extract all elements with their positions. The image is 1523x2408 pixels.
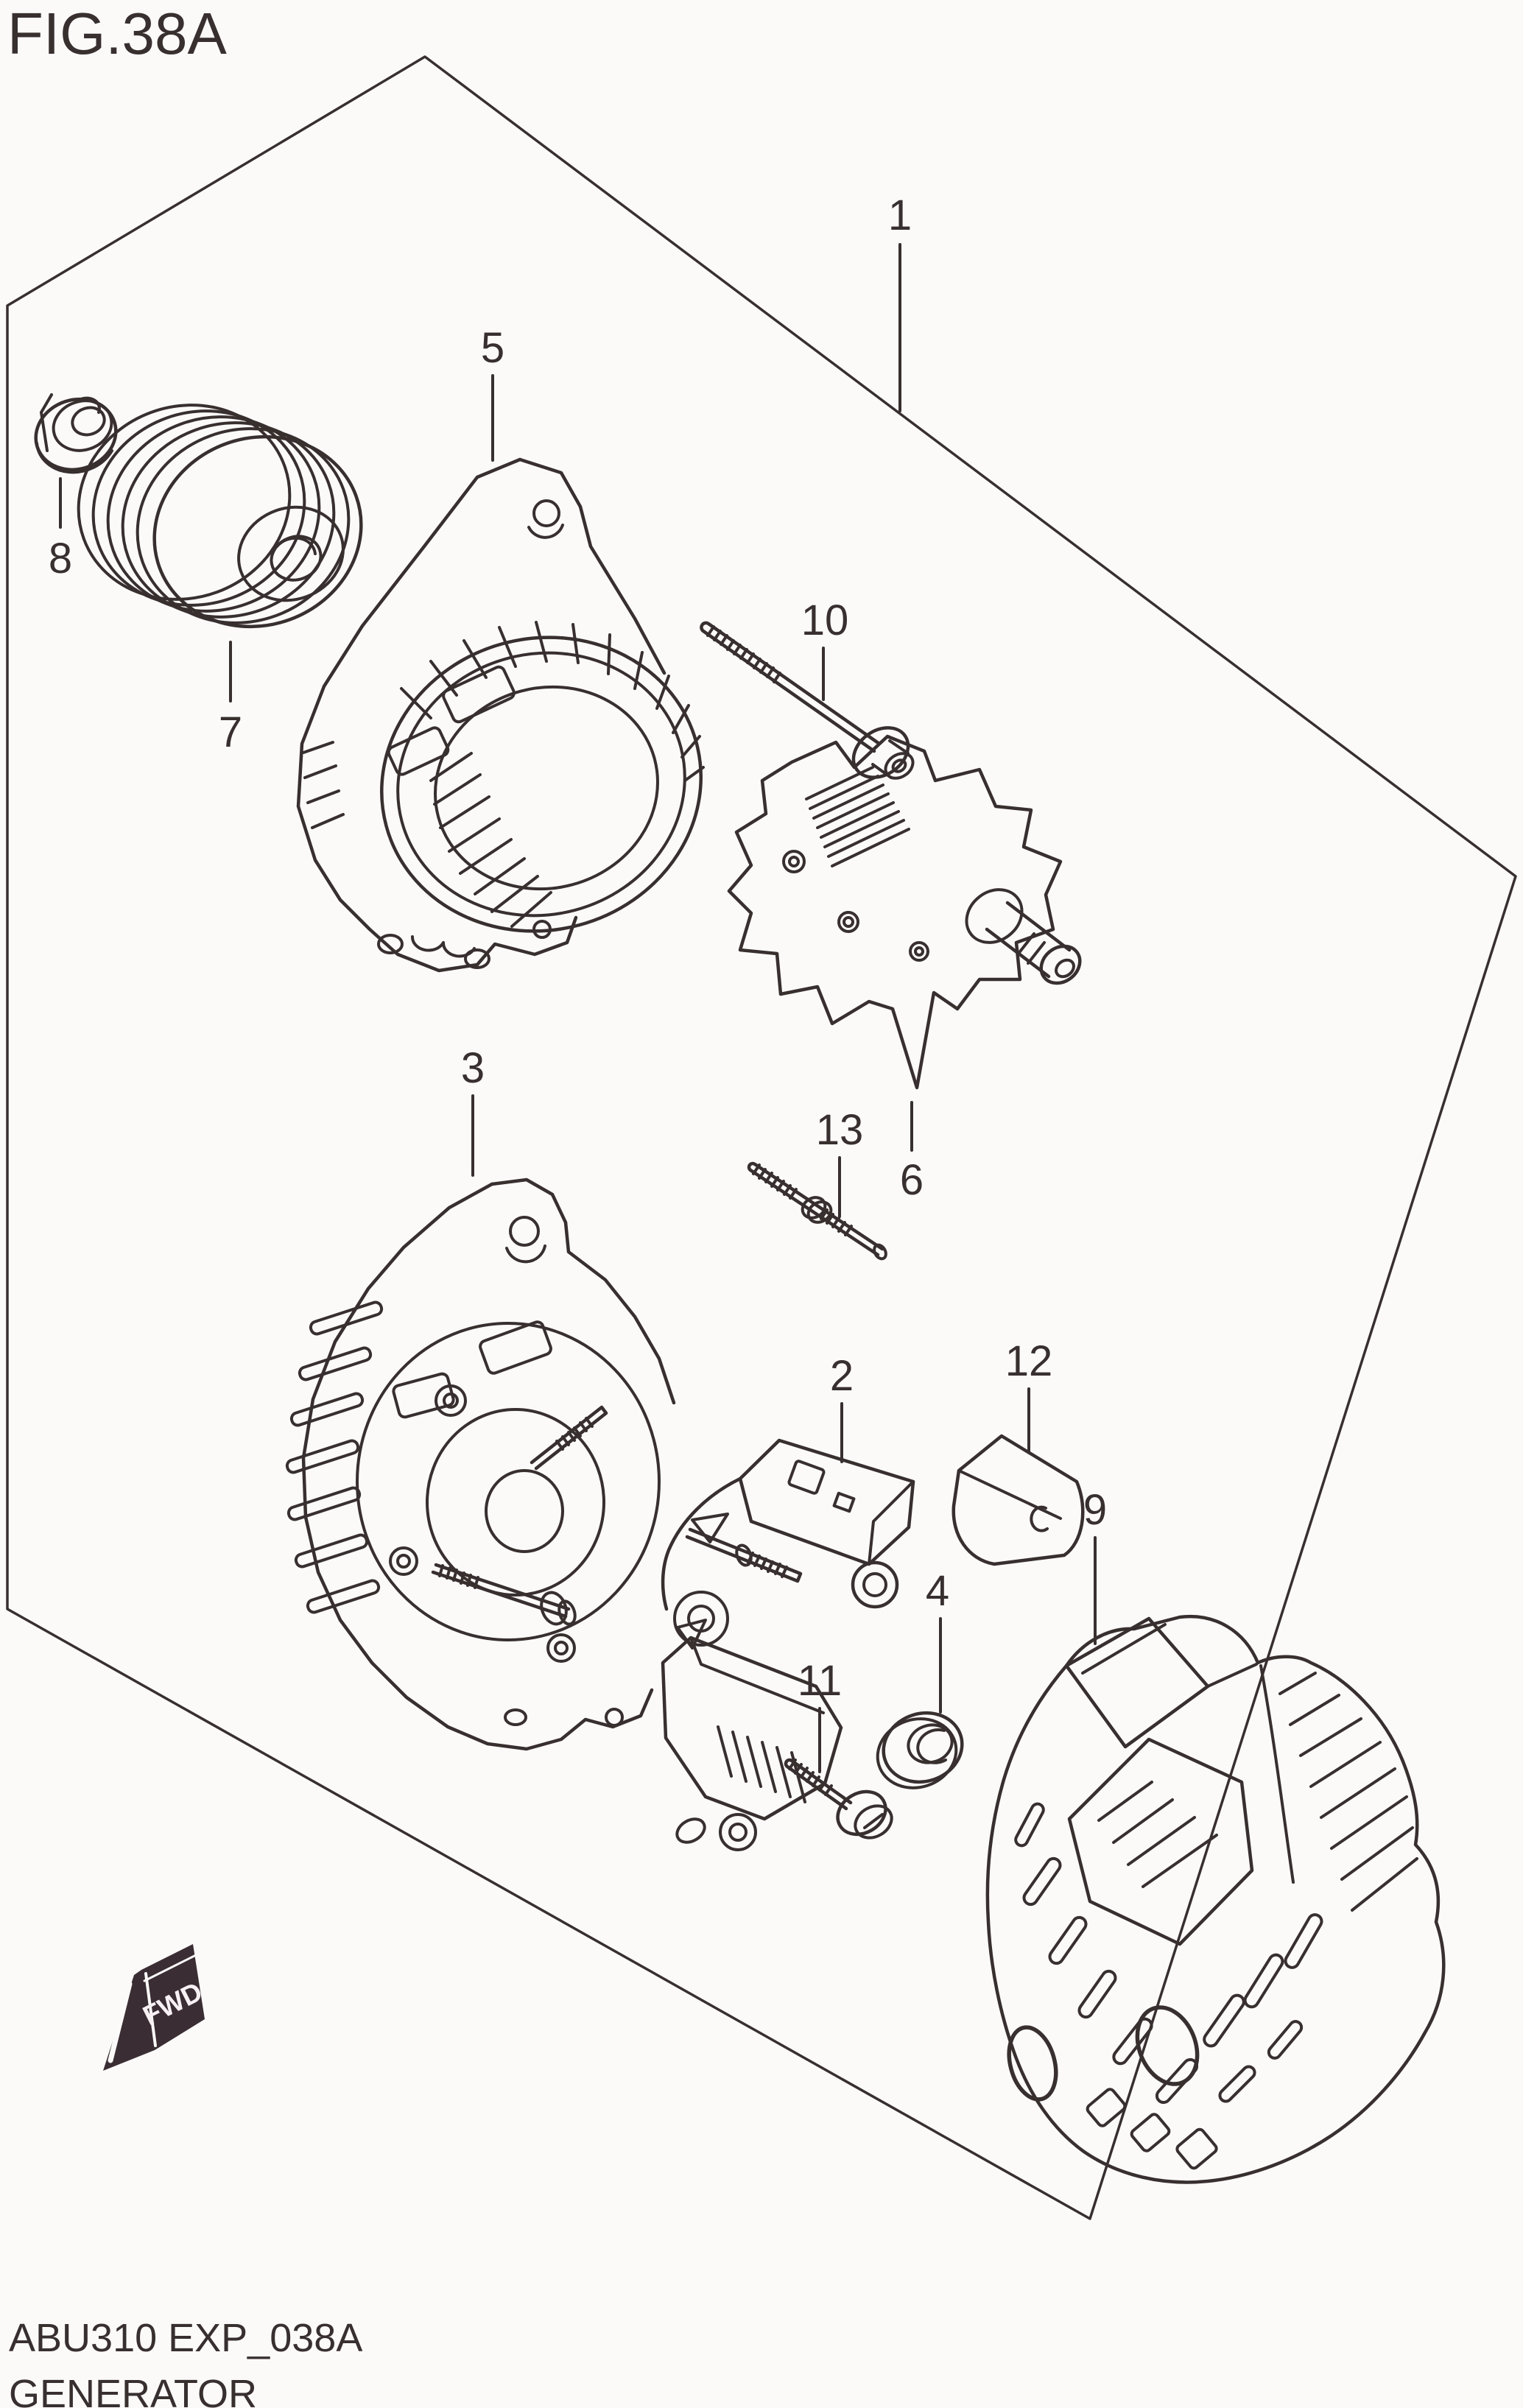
callout-11: 11	[798, 1657, 842, 1773]
callout-label-3: 3	[461, 1044, 485, 1092]
callout-label-7: 7	[219, 708, 242, 756]
part-drawing-cap	[952, 1434, 1085, 1566]
callout-label-8: 8	[49, 535, 72, 582]
part-drawing-rear-bracket	[285, 1177, 803, 1751]
callout-label-10: 10	[801, 596, 849, 644]
callout-4: 4	[926, 1567, 949, 1714]
callout-9: 9	[1083, 1486, 1107, 1645]
figure-name: GENERATOR	[9, 2372, 258, 2408]
callout-5: 5	[481, 324, 504, 462]
part-drawing-nut	[34, 393, 118, 474]
figure-code: ABU310 EXP_038A	[9, 2316, 363, 2360]
part-drawing-pulley	[77, 404, 363, 629]
figure-title: FIG.38A	[7, 1, 227, 66]
callout-label-12: 12	[1005, 1337, 1053, 1385]
callout-label-4: 4	[926, 1567, 949, 1615]
part-drawing-screw	[784, 1758, 893, 1840]
callout-6: 6	[900, 1101, 924, 1204]
part-drawing-stud	[747, 1161, 887, 1261]
part-drawing-regulator	[661, 1438, 915, 1851]
callout-label-2: 2	[830, 1352, 854, 1400]
part-drawing-bearing	[876, 1711, 964, 1789]
callout-label-6: 6	[900, 1156, 924, 1204]
callout-12: 12	[1005, 1337, 1053, 1454]
callout-2: 2	[830, 1352, 854, 1463]
callout-13: 13	[816, 1106, 864, 1218]
callout-10: 10	[801, 596, 849, 701]
callout-8: 8	[49, 477, 72, 582]
callout-label-5: 5	[481, 324, 504, 372]
figure-footer: ABU310 EXP_038A GENERATOR	[9, 2318, 362, 2408]
part-drawing-rotor	[727, 734, 1082, 1090]
fwd-arrow-icon	[103, 1944, 205, 2071]
callout-label-13: 13	[816, 1106, 864, 1154]
callouts: 1 5 8 7 10 3 1	[49, 191, 1107, 1773]
figure-border	[6, 55, 1517, 2220]
callout-7: 7	[219, 641, 242, 756]
callout-label-1: 1	[888, 191, 912, 239]
callout-3: 3	[461, 1044, 485, 1177]
callout-1: 1	[888, 191, 912, 412]
part-drawing-end-cover	[985, 1614, 1446, 2184]
part-drawing-through-bolt	[700, 621, 915, 780]
fwd-direction-indicator: FWD	[103, 1944, 207, 2071]
callout-label-9: 9	[1083, 1486, 1107, 1534]
part-drawing-front-bracket-stator	[296, 457, 705, 973]
callout-label-11: 11	[798, 1657, 842, 1705]
